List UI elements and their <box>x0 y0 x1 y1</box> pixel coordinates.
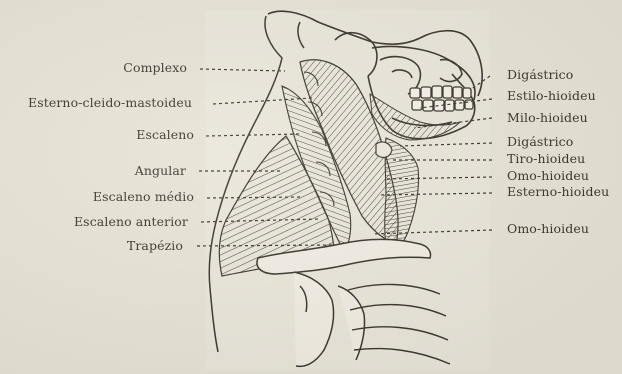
label-tiro-hioideu: Tiro-hioideu <box>507 152 585 166</box>
label-esterno-hioideu: Esterno-hioideu <box>507 185 609 199</box>
label-omo-hioideu-1: Omo-hioideu <box>507 169 589 183</box>
label-escaleno-medio: Escaleno médio <box>0 190 194 204</box>
label-escaleno-anterior: Escaleno anterior <box>0 215 188 229</box>
label-esterno-cleido-mastoideu: Esterno-cleido-mastoideu <box>0 96 192 110</box>
label-digastrico-2: Digástrico <box>507 135 573 149</box>
label-complexo: Complexo <box>0 61 187 75</box>
label-trapezio: Trapézio <box>0 239 183 253</box>
label-milo-hioideu: Milo-hioideu <box>507 111 588 125</box>
label-digastrico-1: Digástrico <box>507 68 573 82</box>
hyoid-bone <box>376 142 392 157</box>
label-escaleno: Escaleno <box>0 128 194 142</box>
label-estilo-hioideu: Estilo-hioideu <box>507 89 596 103</box>
label-angular: Angular <box>0 164 186 178</box>
label-omo-hioideu-2: Omo-hioideu <box>507 222 589 236</box>
